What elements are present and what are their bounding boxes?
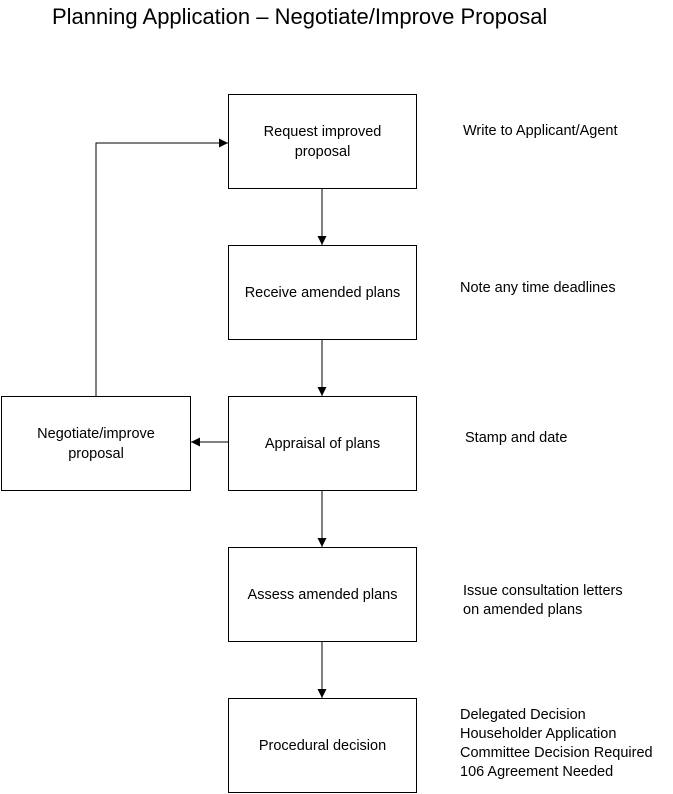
- note-receive: Note any time deadlines: [460, 280, 616, 296]
- note-decision-line: Householder Application: [460, 726, 617, 742]
- note-appraisal: Stamp and date: [465, 430, 568, 446]
- receive-amended-plans-box: Receive amended plans: [228, 245, 417, 340]
- note-decision-line: Committee Decision Required: [460, 745, 653, 761]
- note-decision: Delegated Decision Householder Applicati…: [460, 706, 653, 782]
- procedural-decision-label: Procedural decision: [258, 737, 387, 754]
- procedural-decision-box: Procedural decision: [228, 698, 417, 793]
- receive-amended-plans-label: Receive amended plans: [244, 284, 401, 301]
- diagram-title: Planning Application – Negotiate/Improve…: [52, 4, 548, 29]
- appraisal-of-plans-box: Appraisal of plans: [228, 396, 417, 491]
- arrow-negotiate-to-request: [95, 138, 228, 396]
- negotiate-improve-proposal-box: Negotiate/improve proposal: [1, 396, 191, 491]
- note-decision-line: Delegated Decision: [460, 707, 586, 723]
- note-assess-line: Issue consultation letters: [463, 583, 623, 599]
- request-improved-proposal-box: Request improved proposal: [228, 94, 417, 189]
- assess-amended-plans-label: Assess amended plans: [247, 586, 398, 603]
- assess-amended-plans-box: Assess amended plans: [228, 547, 417, 642]
- note-assess: Issue consultation letters on amended pl…: [463, 582, 623, 620]
- note-assess-line: on amended plans: [463, 602, 583, 618]
- negotiate-improve-proposal-label: Negotiate/improve proposal: [37, 425, 155, 462]
- note-decision-line: 106 Agreement Needed: [460, 764, 614, 780]
- request-improved-proposal-label: Request improved proposal: [263, 123, 382, 160]
- note-request: Write to Applicant/Agent: [463, 123, 618, 139]
- appraisal-of-plans-label: Appraisal of plans: [264, 435, 381, 452]
